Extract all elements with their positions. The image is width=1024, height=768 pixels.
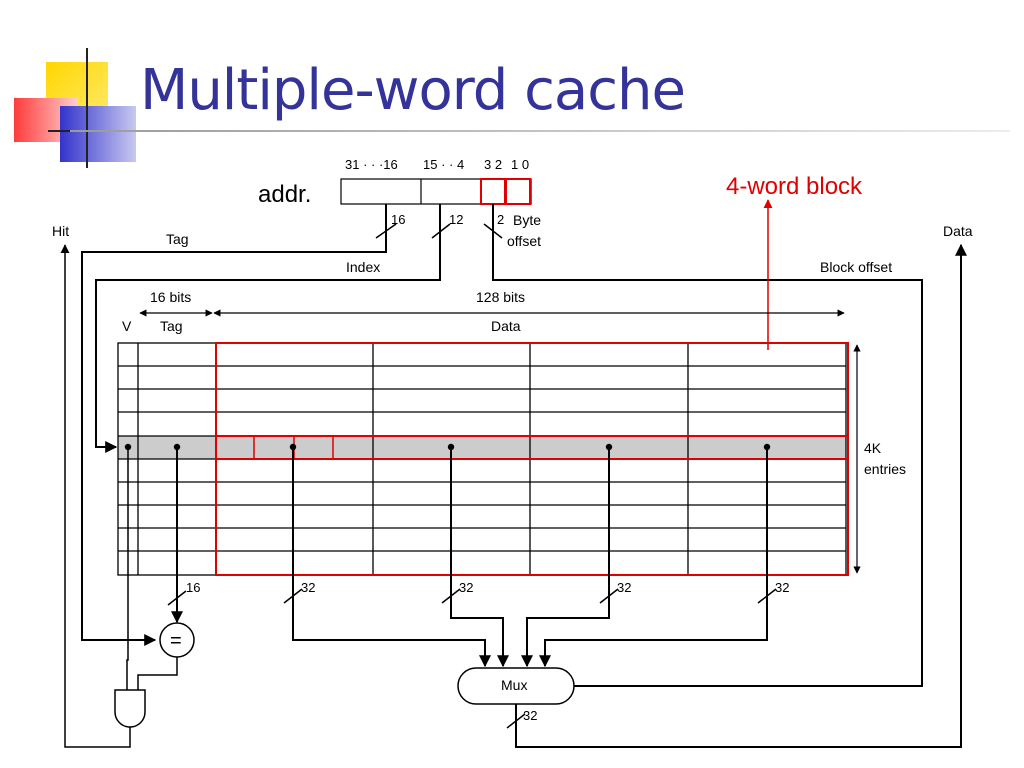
- tag-width-slash: [375, 223, 397, 239]
- bit-range-byte: 1 0: [511, 157, 529, 172]
- byte-offset-label-1: Byte: [513, 212, 541, 228]
- and-gate: [114, 689, 146, 728]
- word0-dot: [289, 443, 297, 451]
- valid-bit-dot: [124, 443, 132, 451]
- valid-bit-wire: [126, 447, 129, 690]
- comparator-symbol: =: [170, 630, 182, 652]
- mux-out-slash: [506, 713, 526, 729]
- tag-bus-slash: [167, 590, 187, 606]
- deco-vertical-line: [86, 48, 88, 168]
- selected-row-highlight: [118, 436, 846, 459]
- title-rule: [70, 130, 1010, 132]
- data-out-wire: [515, 243, 967, 748]
- word1-width: 32: [459, 580, 473, 595]
- block-offset-wire: [492, 204, 923, 687]
- deco-blue-square: [60, 106, 136, 162]
- word3-width: 32: [775, 580, 789, 595]
- bit-range-tag: 31 · · ·16: [345, 157, 398, 172]
- word0-width: 32: [301, 580, 315, 595]
- block-offset-label: Block offset: [820, 259, 892, 275]
- address-register: [340, 178, 532, 205]
- word-bus-slashes: [283, 588, 777, 604]
- tag-bus-width: 16: [186, 580, 200, 595]
- word1-dot: [447, 443, 455, 451]
- tag-bits-label: 16 bits: [150, 289, 191, 305]
- selected-block-outline: [215, 435, 849, 460]
- tag-wire-label: Tag: [166, 231, 189, 247]
- mux-label: Mux: [501, 677, 527, 693]
- slide-title: Multiple-word cache: [140, 58, 686, 123]
- bit-range-block: 3 2: [484, 157, 502, 172]
- word2-width: 32: [617, 580, 631, 595]
- v-column-label: V: [122, 318, 132, 334]
- tag-out-dot: [173, 443, 181, 451]
- index-label: Index: [346, 259, 380, 275]
- tag-column-label: Tag: [160, 318, 183, 334]
- hit-wire: [60, 244, 131, 748]
- index-width: 12: [449, 212, 463, 227]
- entries-label-1: 4K: [864, 440, 882, 456]
- addr-label: addr.: [258, 181, 311, 208]
- mux-out-width: 32: [523, 708, 537, 723]
- hit-label: Hit: [52, 223, 69, 239]
- tag-width: 16: [391, 212, 405, 227]
- block-offset-width-slash: [483, 223, 503, 239]
- byte-offset-label-2: offset: [507, 233, 541, 249]
- word-wires: [292, 447, 768, 668]
- bit-range-index: 15 · · 4: [423, 157, 464, 172]
- word2-dot: [605, 443, 613, 451]
- index-wire: [95, 204, 441, 453]
- tag-wire: [81, 204, 387, 646]
- data-out-label: Data: [943, 223, 973, 239]
- word3-dot: [763, 443, 771, 451]
- compare-to-and-wire: [137, 657, 178, 690]
- block-offset-width: 2: [497, 212, 504, 227]
- data-bits-label: 128 bits: [476, 289, 525, 305]
- data-column-label: Data: [491, 318, 521, 334]
- entries-label-2: entries: [864, 461, 906, 477]
- four-word-block-annotation: 4-word block: [726, 173, 863, 200]
- byte-offset-field: [505, 178, 531, 205]
- index-width-slash: [431, 223, 451, 239]
